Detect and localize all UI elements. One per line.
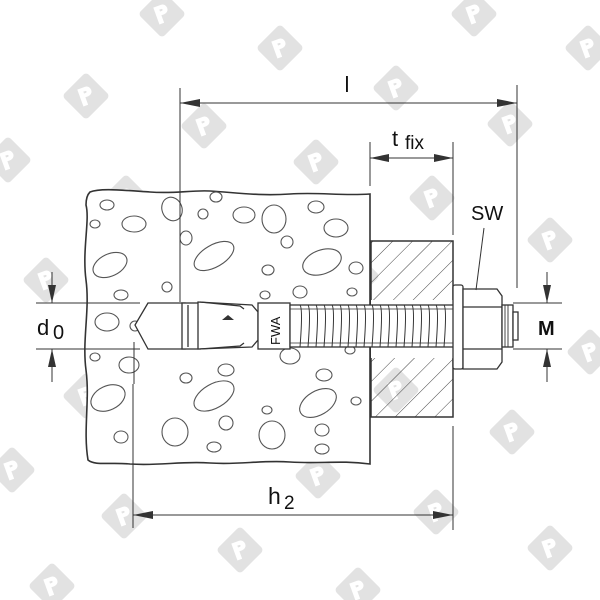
label-fix: fix <box>405 133 425 154</box>
dimension-lines <box>36 85 562 530</box>
label-h: h <box>268 483 281 509</box>
label-sw: SW <box>471 203 503 225</box>
anchor-marking: FWA <box>268 316 283 345</box>
label-t: t <box>392 126 398 151</box>
triangle-mark-icon <box>222 315 234 320</box>
label-h2: h 2 <box>268 483 295 514</box>
label-l: l <box>345 72 350 97</box>
label-d-sub: 0 <box>53 322 64 344</box>
anchor-bolt <box>134 284 519 370</box>
label-d0: d 0 <box>37 315 64 344</box>
label-m: M <box>538 318 555 340</box>
label-d: d <box>37 315 49 340</box>
label-h-sub: 2 <box>284 493 295 514</box>
label-t-fix: t fix <box>392 126 425 154</box>
aggregate-stones <box>89 191 364 455</box>
